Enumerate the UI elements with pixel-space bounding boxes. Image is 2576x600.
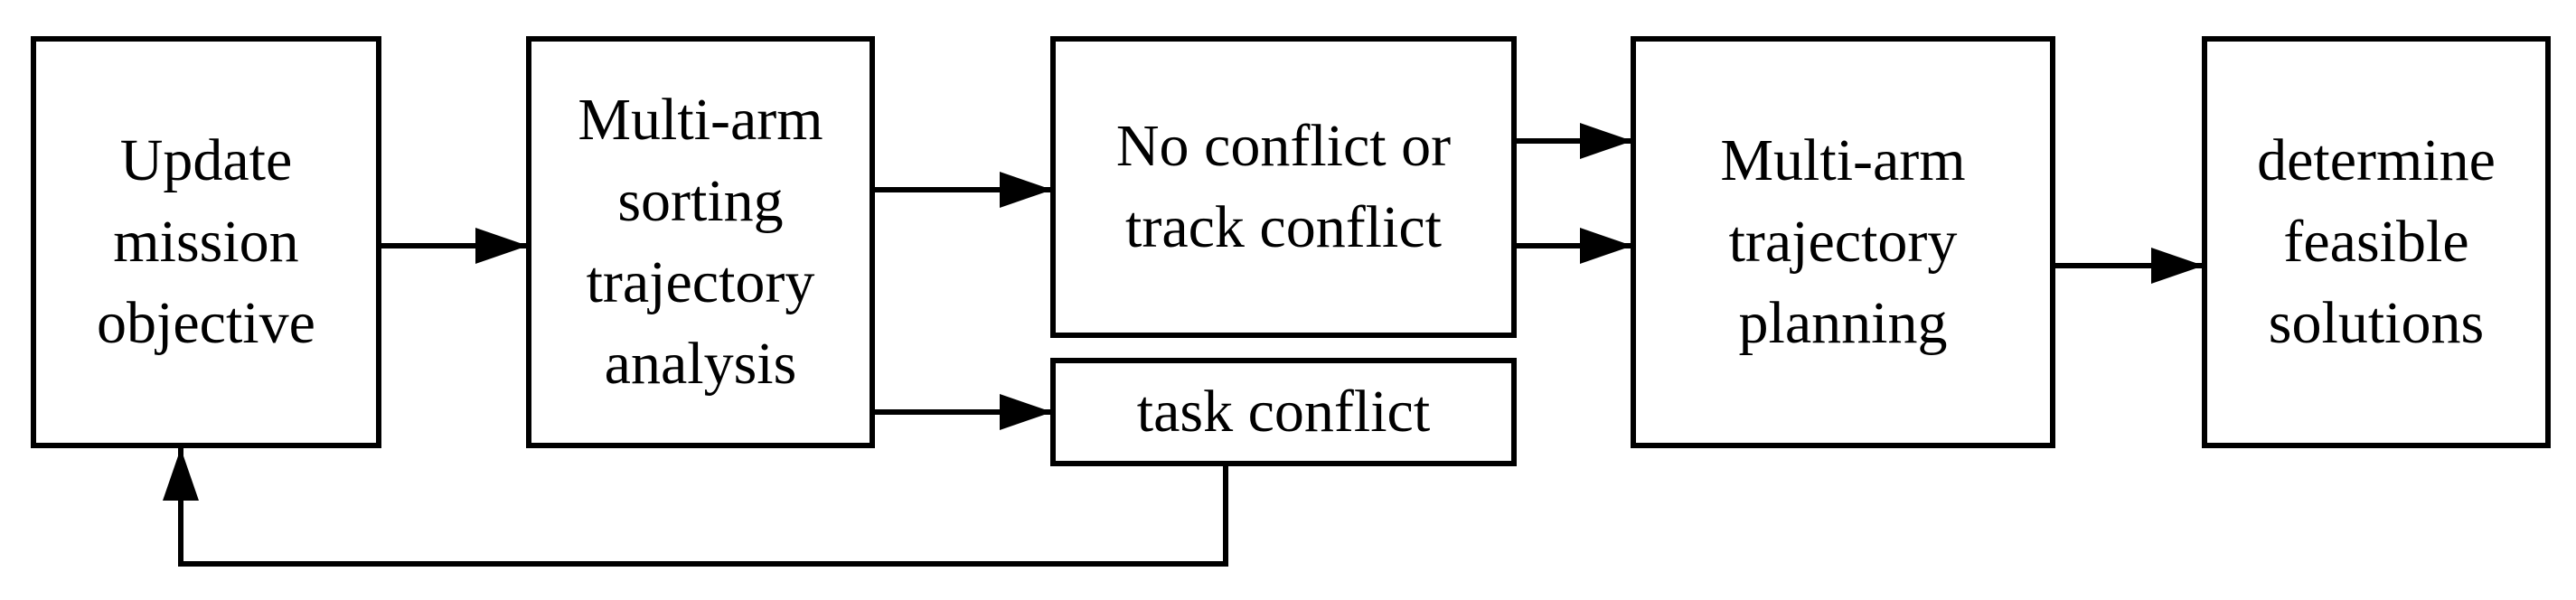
- box-planning-line-1: Multi-arm: [1720, 127, 1966, 193]
- box-update-mission-objective: Update mission objective: [31, 36, 381, 448]
- box-sorting-line-1: Multi-arm: [578, 87, 823, 153]
- box-multi-arm-sorting-analysis: Multi-arm sorting trajectory analysis: [526, 36, 875, 448]
- box-sorting-line-2: sorting: [617, 168, 784, 234]
- box-sorting-line-4: analysis: [604, 331, 797, 397]
- box-planning-line-2: trajectory: [1728, 209, 1958, 275]
- box-update-line-3: objective: [97, 290, 315, 356]
- box-no-conflict-line-2: track conflict: [1125, 194, 1442, 260]
- box-task-conflict-line-1: task conflict: [1136, 379, 1431, 445]
- box-determine-feasible-solutions: determine feasible solutions: [2202, 36, 2551, 448]
- box-planning-line-3: planning: [1738, 290, 1948, 356]
- feedback-task-conflict-to-update: [178, 455, 1228, 567]
- box-determine-line-3: solutions: [2268, 290, 2485, 356]
- box-no-conflict-or-track-conflict: No conflict or track conflict: [1050, 36, 1517, 338]
- box-update-line-2: mission: [113, 209, 299, 275]
- box-task-conflict: task conflict: [1050, 358, 1517, 466]
- box-determine-line-1: determine: [2257, 127, 2496, 193]
- box-no-conflict-line-1: No conflict or: [1115, 113, 1452, 179]
- box-update-line-1: Update: [119, 127, 293, 193]
- box-multi-arm-trajectory-planning: Multi-arm trajectory planning: [1631, 36, 2055, 448]
- box-sorting-line-3: trajectory: [586, 249, 815, 315]
- box-determine-line-2: feasible: [2283, 209, 2469, 275]
